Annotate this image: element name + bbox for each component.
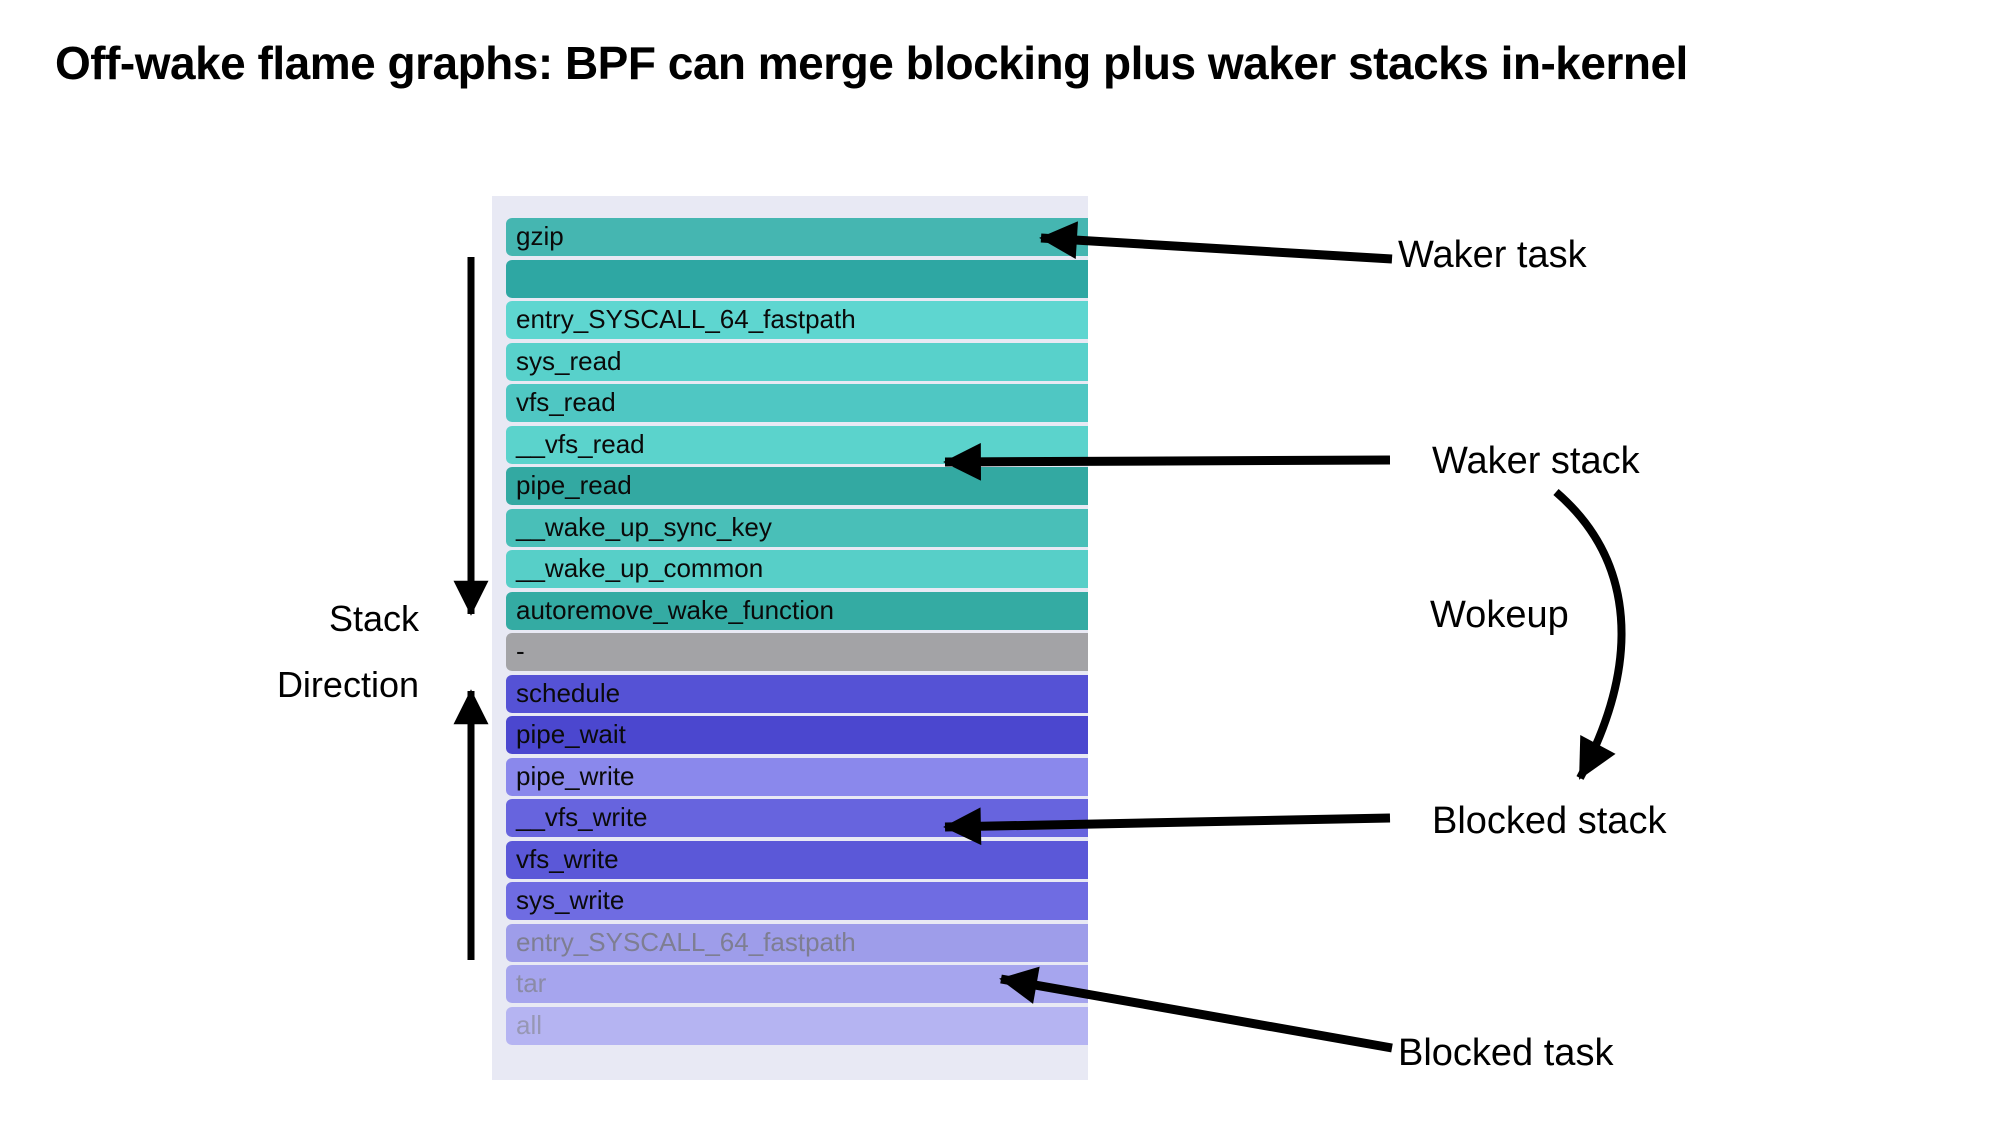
- flame-bar-gzip: gzip: [506, 218, 1088, 256]
- flame-bar-__wake_up_sync_key: __wake_up_sync_key: [506, 508, 1088, 547]
- stack-direction-label: Stack Direction: [179, 586, 419, 718]
- flame-bar-sys_read: sys_read: [506, 342, 1088, 381]
- flame-bar-sys_write: sys_write: [506, 882, 1088, 920]
- flame-bar-pipe_write: pipe_write: [506, 757, 1088, 796]
- stack-direction-line2: Direction: [276, 664, 419, 705]
- flame-bar-vfs_read: vfs_read: [506, 384, 1088, 422]
- waker-task-label: Waker task: [1398, 234, 1587, 276]
- flame-bar-entry_SYSCALL_64_fastpath: entry_SYSCALL_64_fastpath: [506, 301, 1088, 339]
- flame-bar-entry_SYSCALL_64_fastpath: entry_SYSCALL_64_fastpath: [506, 923, 1088, 962]
- slide-title: Off-wake flame graphs: BPF can merge blo…: [55, 37, 1688, 89]
- flame-bar-schedule: schedule: [506, 674, 1088, 713]
- flame-bar-__vfs_write: __vfs_write: [506, 799, 1088, 837]
- blocked-stack-label: Blocked stack: [1432, 800, 1667, 842]
- flame-bar-autoremove_wake_function: autoremove_wake_function: [506, 591, 1088, 630]
- stack-direction-line1: Stack: [328, 598, 419, 639]
- flame-bar-__wake_up_common: __wake_up_common: [506, 550, 1088, 588]
- blocked-task-label: Blocked task: [1398, 1032, 1614, 1074]
- wokeup-label: Wokeup: [1430, 594, 1569, 636]
- flame-bar-__vfs_read: __vfs_read: [506, 425, 1088, 464]
- flame-bar-pipe_wait: pipe_wait: [506, 716, 1088, 754]
- flame-bar-all: all: [506, 1006, 1088, 1045]
- flame-bar-vfs_write: vfs_write: [506, 840, 1088, 879]
- flame-bar--: -: [506, 633, 1088, 671]
- flame-bar-unnamed: [506, 259, 1088, 298]
- waker-stack-label: Waker stack: [1432, 440, 1640, 482]
- flame-bar-tar: tar: [506, 965, 1088, 1003]
- waker-task-arrow: [1039, 221, 1393, 264]
- flame-bar-pipe_read: pipe_read: [506, 467, 1088, 505]
